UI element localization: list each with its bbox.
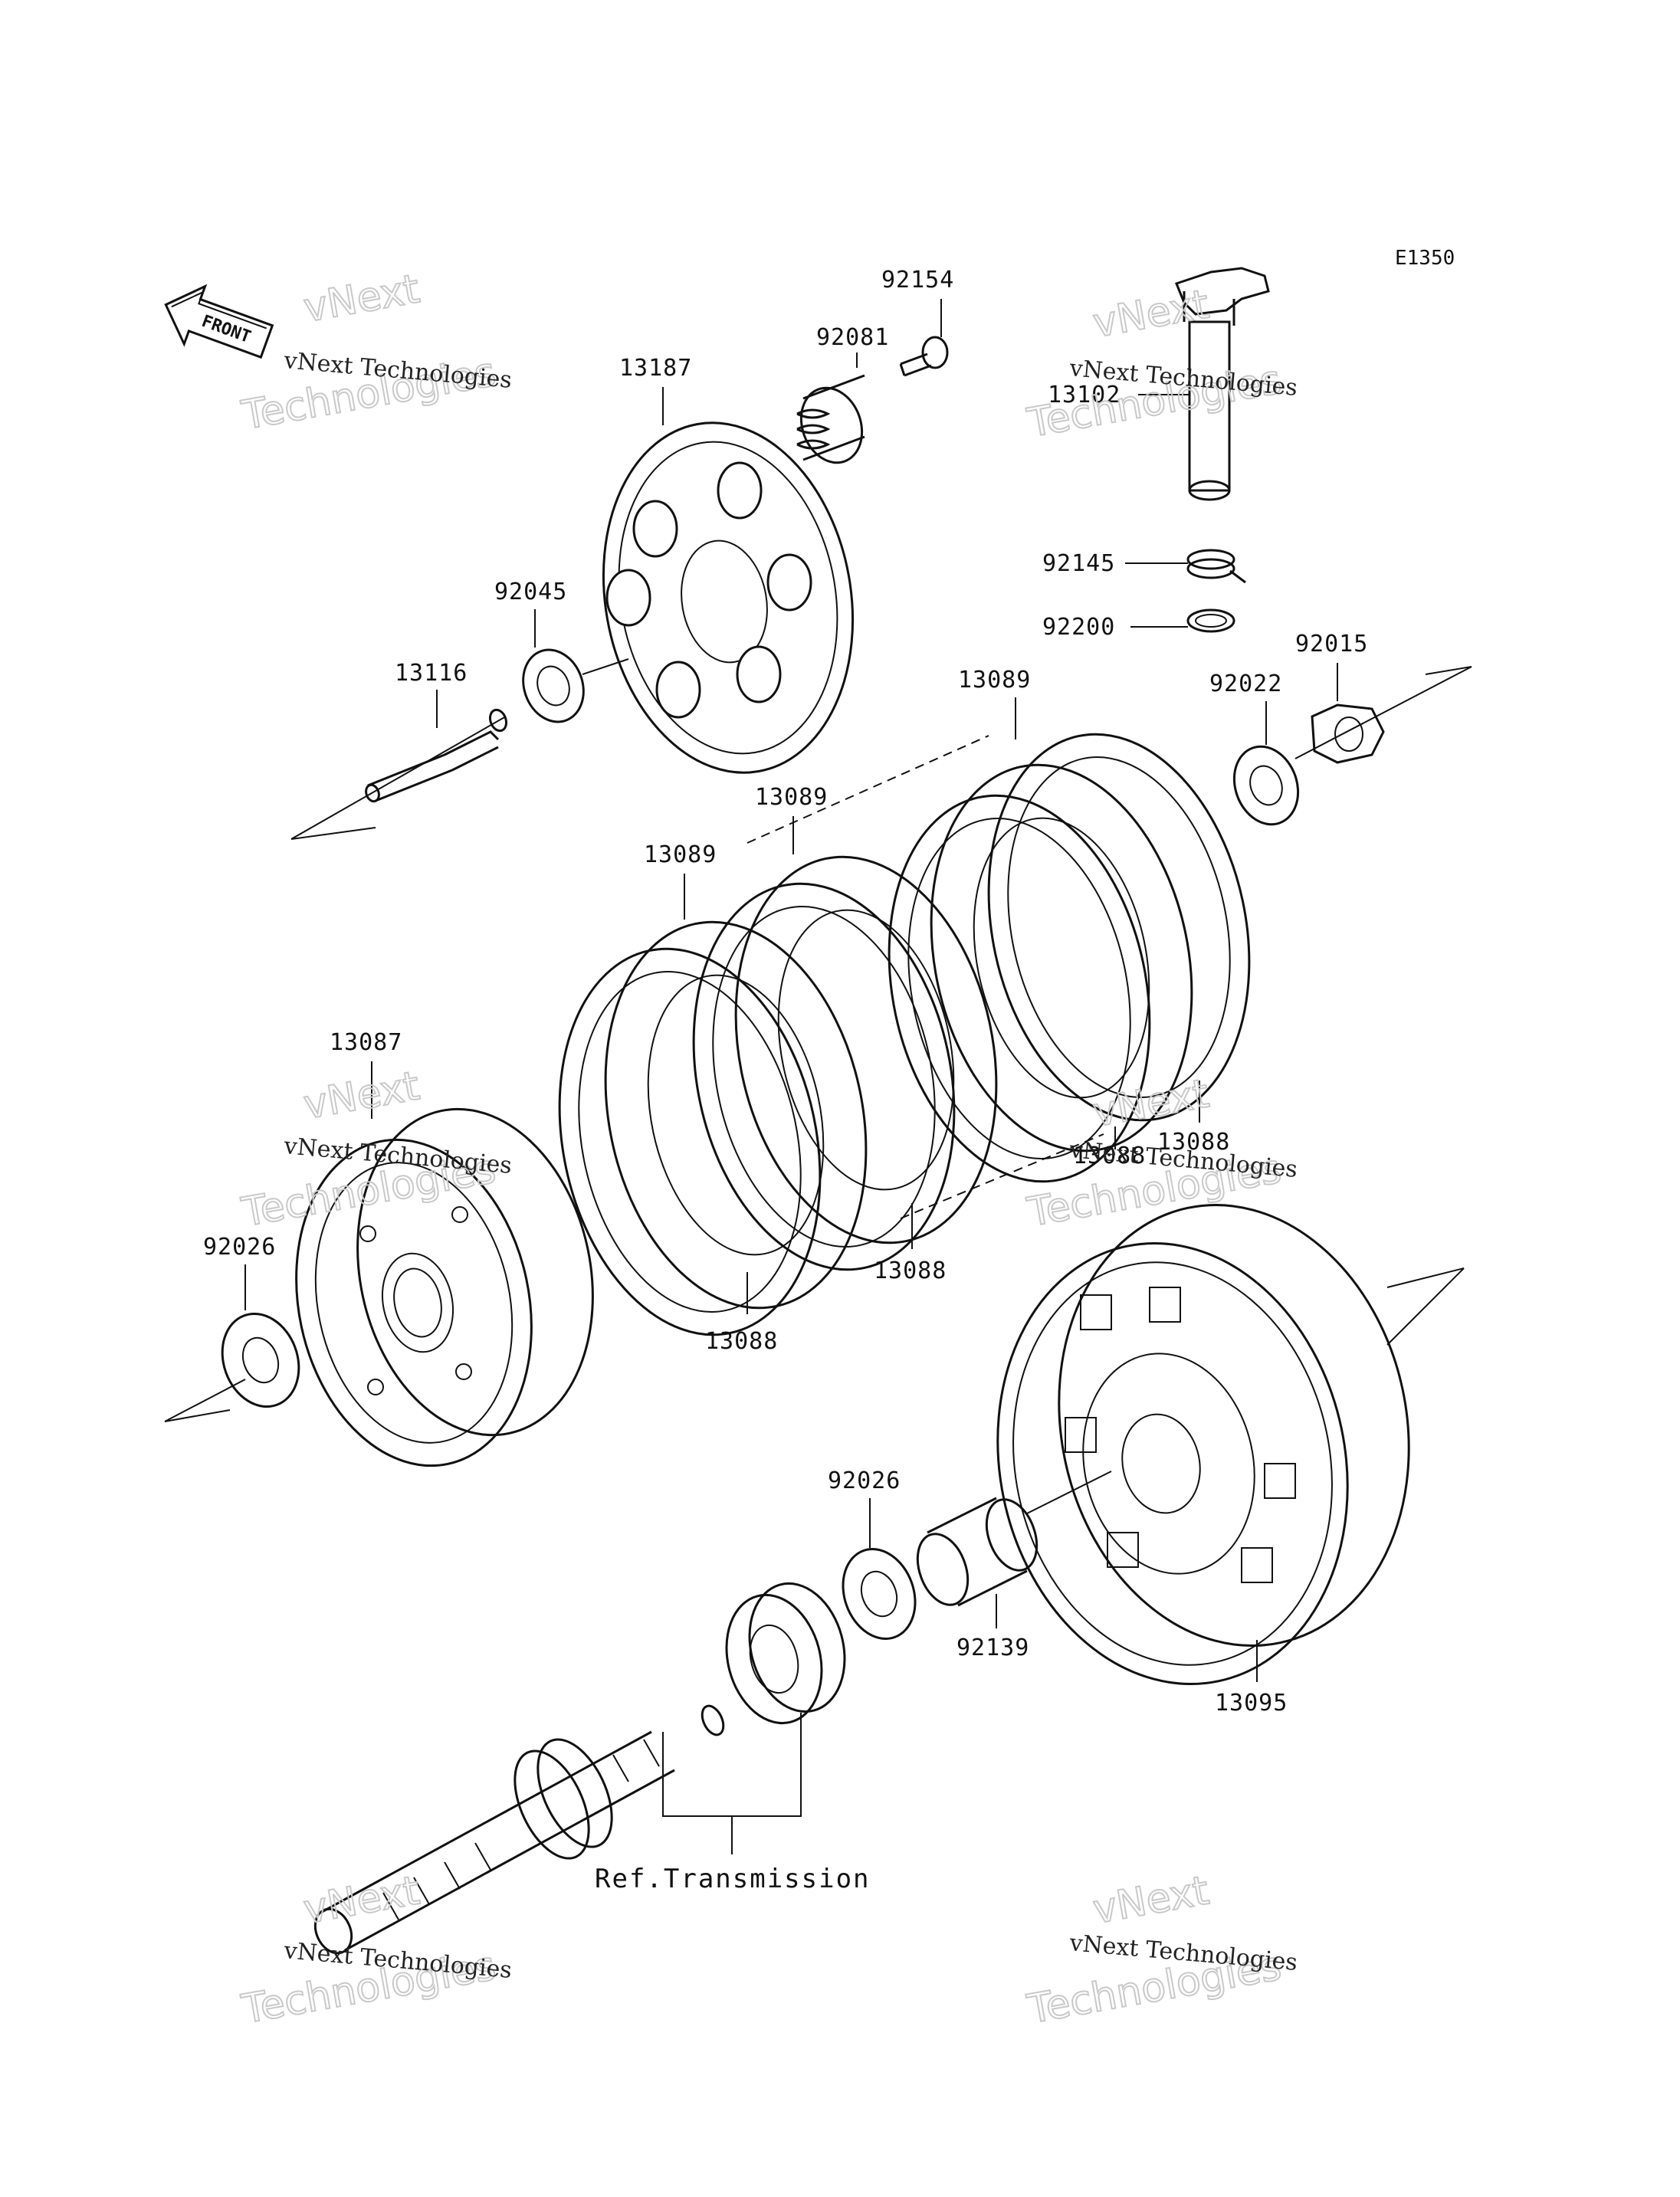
label-13089-a: 13089: [958, 667, 1031, 694]
watermark-mid-left: vNext Technologies vNext Technologies: [238, 1062, 513, 1237]
ref-transmission-label: Ref.Transmission: [595, 1864, 871, 1894]
label-13088-c: 13088: [874, 1258, 947, 1284]
label-13116: 13116: [395, 660, 468, 687]
diagram-code: E1350: [1395, 247, 1455, 270]
watermark-bottom-left: vNext Technologies vNext Technologies: [238, 1867, 513, 2034]
label-92081: 92081: [816, 324, 889, 351]
clutch-plates-stack: [558, 733, 1251, 1336]
spring-92145: [1186, 549, 1246, 584]
label-92200: 92200: [1042, 614, 1115, 641]
watermark-top-right: vNext Technologies vNext Technologies: [1023, 280, 1298, 448]
bearing-ref: [725, 1582, 846, 1725]
svg-text:vNext: vNext: [300, 1063, 423, 1128]
label-92154: 92154: [881, 267, 954, 293]
bolt-92154: [899, 336, 949, 377]
washer-92200: [1186, 608, 1235, 633]
watermark-bottom-right: vNext Technologies vNext Technologies: [1023, 1867, 1298, 2034]
label-13102: 13102: [1048, 382, 1121, 408]
ref-bracket: [662, 1713, 802, 1854]
label-92139: 92139: [956, 1635, 1029, 1661]
washer-92022: [1232, 745, 1300, 826]
label-13095: 13095: [1215, 1690, 1288, 1717]
svg-text:vNext: vNext: [300, 266, 423, 331]
sleeve-92139: [916, 1497, 1039, 1607]
label-13089-b: 13089: [755, 784, 828, 811]
label-13088-a: 13088: [1157, 1129, 1230, 1156]
label-13087: 13087: [330, 1029, 402, 1056]
spring-92081: [796, 374, 865, 464]
clutch-housing-13095: [996, 1204, 1410, 1685]
washer-92026-center: [842, 1548, 917, 1640]
label-92045: 92045: [494, 579, 567, 605]
label-92022: 92022: [1209, 671, 1282, 697]
washer-92026-left: [221, 1312, 300, 1408]
front-arrow-icon: FRONT: [164, 284, 274, 359]
svg-text:vNext: vNext: [300, 1867, 423, 1933]
mainshaft-ref: [313, 1704, 725, 1955]
svg-text:vNext: vNext: [1090, 1867, 1212, 1933]
pressure-plate-13187: [602, 421, 855, 774]
svg-text:vNext: vNext: [1090, 1071, 1212, 1136]
label-13089-c: 13089: [644, 841, 717, 868]
clutch-hub-13087: [295, 1107, 594, 1467]
label-92145: 92145: [1042, 550, 1115, 577]
label-92026-b: 92026: [828, 1467, 901, 1494]
label-92015: 92015: [1295, 631, 1368, 657]
bearing-92045: [522, 648, 585, 723]
label-13187: 13187: [619, 355, 692, 382]
label-13088-b: 13088: [1073, 1143, 1146, 1169]
label-13088-d: 13088: [705, 1328, 778, 1355]
label-92026-a: 92026: [203, 1234, 276, 1261]
nut-92015: [1311, 703, 1385, 764]
svg-text:vNext: vNext: [1090, 281, 1212, 346]
release-shaft-13102: [1175, 267, 1270, 501]
watermark-top-left: vNext Technologies vNext Technologies: [238, 265, 513, 440]
